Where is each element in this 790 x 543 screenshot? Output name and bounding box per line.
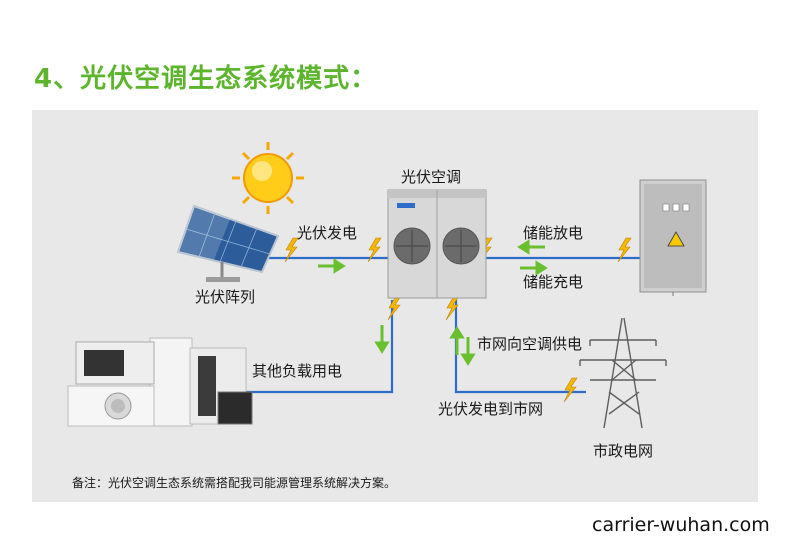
pv-ac-unit-icon (387, 189, 487, 299)
bolt-icon (617, 237, 632, 263)
storage-cabinet-icon (639, 179, 707, 296)
transmission-tower-icon (579, 317, 667, 429)
pv-array-label: 光伏阵列 (195, 288, 256, 306)
arrow-right-icon (318, 258, 346, 274)
page-title: 4、光伏空调生态系统模式： (34, 64, 378, 94)
other-loads-label: 其他负载用电 (252, 362, 343, 380)
watermark: carrier-wuhan.com (592, 514, 770, 536)
pv-to-grid-label: 光伏发电到市网 (438, 400, 544, 418)
arrow-right-icon (520, 260, 548, 276)
arrow-left-icon (517, 239, 545, 255)
grid-to-ac-label: 市网向空调供电 (477, 335, 583, 353)
bolt-icon (367, 237, 382, 263)
flow-arrows (318, 239, 548, 366)
footnote: 备注：光伏空调生态系统需搭配我司能源管理系统解决方案。 (72, 476, 397, 490)
arrow-up-icon (449, 326, 465, 355)
arrow-down-icon (374, 325, 390, 354)
appliances-icon (67, 337, 253, 427)
storage-discharge-label: 储能放电 (523, 224, 584, 242)
municipal-grid-label: 市政电网 (593, 442, 654, 460)
storage-charge-label: 储能充电 (523, 273, 584, 291)
pv-ac-label: 光伏空调 (401, 168, 462, 186)
solar-panel-icon (176, 204, 280, 282)
bolt-icon (387, 295, 402, 321)
sun-icon (232, 142, 304, 214)
bolt-icon (284, 237, 299, 263)
pv-generation-label: 光伏发电 (297, 224, 358, 242)
arrow-down-icon (460, 337, 476, 366)
bolt-icon (563, 377, 578, 403)
line-ac-to-loads (236, 300, 394, 394)
